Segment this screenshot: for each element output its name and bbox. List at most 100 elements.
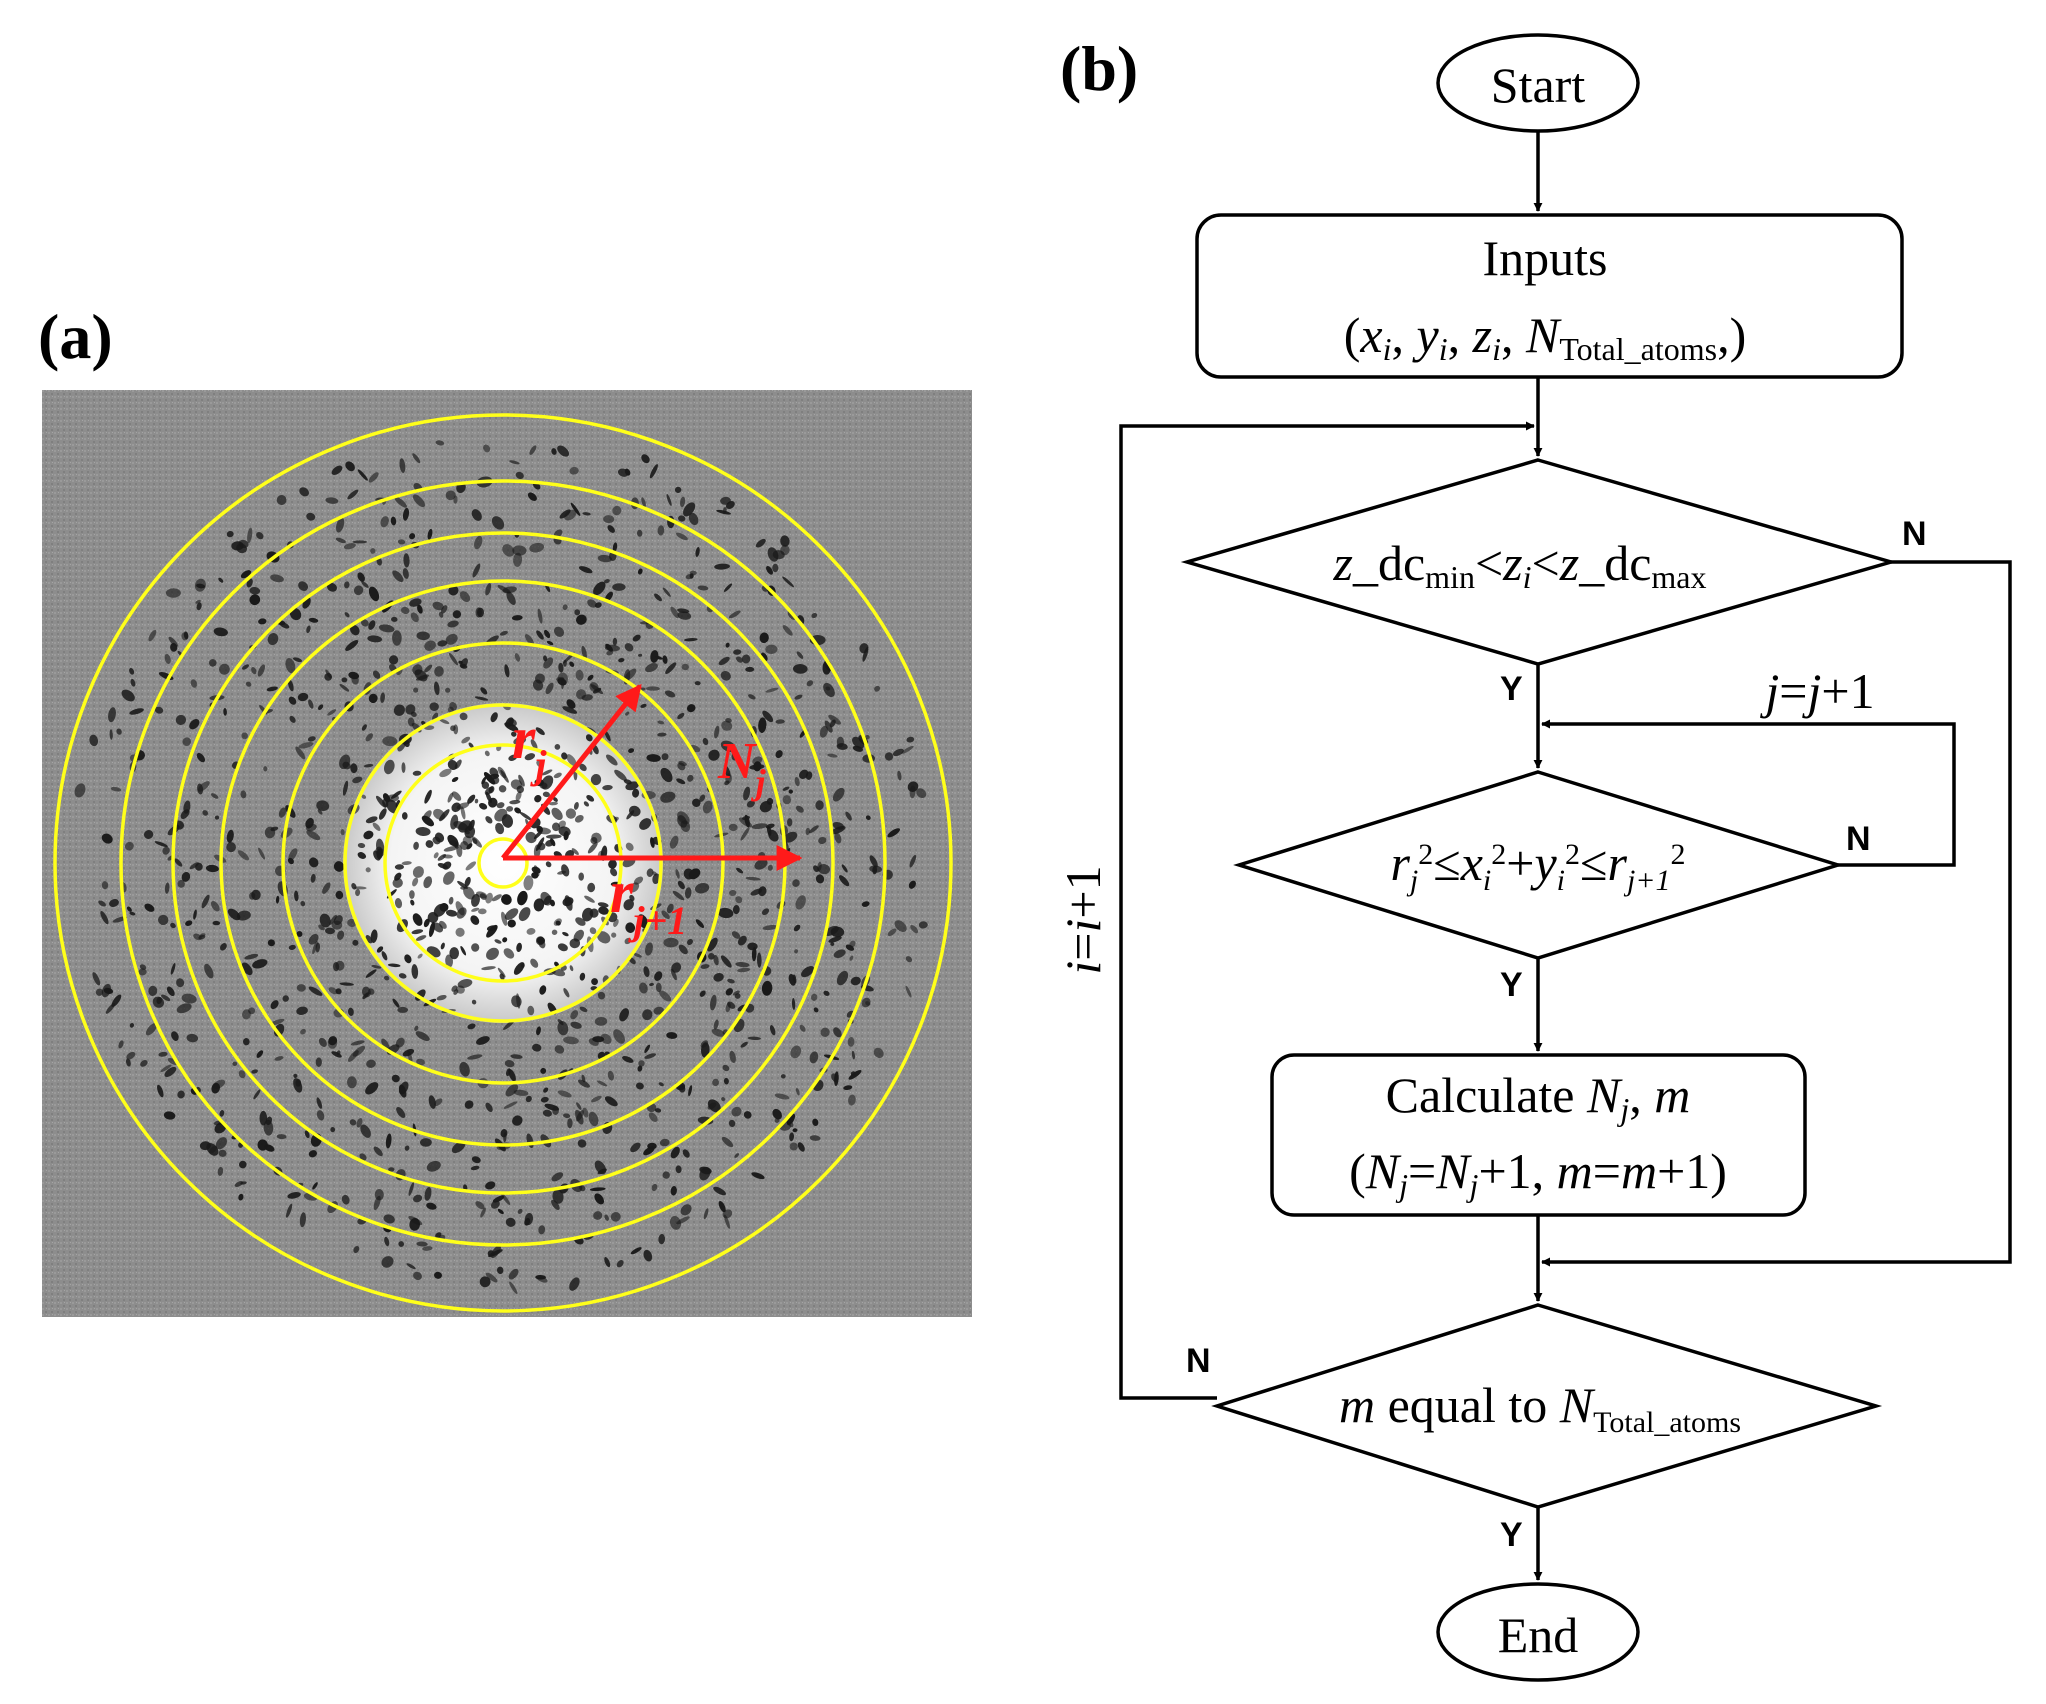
atom-cluster — [697, 585, 709, 591]
atom-cluster — [527, 492, 537, 501]
atom-cluster — [306, 512, 316, 521]
atom-cluster — [829, 719, 836, 728]
atom-cluster — [145, 1023, 158, 1036]
atom-cluster — [562, 604, 568, 611]
atom-cluster — [543, 1087, 549, 1093]
atom-cluster — [648, 1112, 658, 1122]
atom-cluster — [624, 468, 631, 476]
atom-cluster — [551, 929, 558, 936]
atom-cluster — [832, 787, 845, 802]
atom-cluster — [713, 973, 724, 982]
atom-cluster — [424, 1186, 432, 1201]
atom-cluster — [270, 1000, 279, 1010]
atom-cluster — [163, 1111, 176, 1120]
atom-cluster — [361, 619, 369, 627]
atom-cluster — [677, 880, 685, 890]
atom-cluster — [410, 612, 419, 623]
atom-cluster — [597, 1168, 607, 1175]
atom-cluster — [193, 933, 202, 941]
atom-cluster — [566, 754, 577, 767]
atom-cluster — [396, 1106, 406, 1119]
atom-cluster — [743, 786, 751, 801]
end-label: End — [1498, 1607, 1579, 1663]
atom-cluster — [293, 1078, 303, 1093]
atom-cluster — [256, 1050, 264, 1058]
atom-cluster — [89, 734, 99, 747]
atom-cluster — [813, 1007, 819, 1013]
atom-cluster — [611, 932, 617, 938]
atom-cluster — [392, 877, 403, 888]
atom-cluster — [140, 1060, 148, 1067]
atom-cluster — [817, 864, 831, 875]
atom-cluster — [717, 907, 734, 919]
atom-cluster — [728, 1119, 736, 1127]
atom-cluster — [445, 633, 458, 645]
atom-cluster — [368, 620, 376, 630]
atom-cluster — [447, 759, 458, 771]
atom-cluster — [100, 910, 109, 925]
atom-cluster — [368, 586, 380, 602]
atom-cluster — [470, 1165, 480, 1171]
atom-cluster — [328, 1036, 338, 1046]
atom-cluster — [476, 1036, 490, 1045]
atom-cluster — [490, 712, 498, 723]
atom-cluster — [495, 822, 505, 835]
atom-cluster — [490, 1200, 500, 1209]
atom-cluster — [164, 882, 170, 894]
atom-cluster — [319, 913, 331, 928]
atom-cluster — [412, 453, 421, 464]
atom-cluster — [654, 1108, 662, 1113]
atom-cluster — [479, 893, 487, 900]
atom-cluster — [357, 852, 367, 859]
atom-cluster — [394, 496, 407, 508]
atom-cluster — [527, 1005, 535, 1016]
atom-cluster — [467, 794, 476, 804]
atom-cluster — [391, 1074, 400, 1083]
atom-cluster — [780, 1074, 786, 1079]
calc-title: Calculate Nj, m — [1386, 1067, 1691, 1127]
atom-cluster — [728, 610, 741, 619]
atom-cluster — [154, 706, 164, 714]
atom-cluster — [371, 964, 382, 969]
atom-cluster — [539, 985, 547, 995]
atom-cluster — [124, 841, 134, 851]
atom-cluster — [666, 903, 674, 914]
atom-cluster — [327, 582, 337, 592]
atom-cluster — [298, 581, 309, 591]
atom-cluster — [567, 1118, 573, 1129]
atom-cluster — [625, 922, 636, 933]
atom-cluster — [460, 841, 469, 850]
atom-cluster — [423, 918, 430, 928]
atom-cluster — [813, 865, 819, 873]
atom-cluster — [242, 1038, 250, 1046]
atom-cluster — [510, 1054, 523, 1059]
atom-cluster — [368, 988, 375, 995]
atom-cluster — [274, 1056, 284, 1061]
atom-cluster — [737, 967, 751, 973]
atom-cluster — [646, 754, 661, 762]
atom-cluster — [606, 754, 618, 766]
atom-cluster — [848, 1069, 862, 1080]
atom-cluster — [161, 994, 171, 1002]
connectors — [1119, 131, 2012, 1581]
atom-cluster — [484, 750, 490, 757]
atom-cluster — [402, 507, 410, 521]
atom-cluster — [381, 1038, 390, 1051]
atom-cluster — [416, 631, 430, 641]
atom-cluster — [849, 940, 856, 948]
atom-cluster — [410, 711, 417, 717]
atom-cluster — [347, 1050, 359, 1062]
atom-cluster — [655, 982, 662, 993]
atom-cluster — [306, 823, 317, 832]
atom-cluster — [675, 532, 688, 541]
atom-cluster — [905, 956, 913, 963]
atom-cluster — [637, 1065, 643, 1072]
atom-cluster — [597, 902, 609, 908]
atom-cluster — [196, 752, 206, 763]
atom-cluster — [684, 638, 698, 642]
atom-cluster — [722, 1064, 730, 1072]
atom-cluster — [325, 927, 335, 935]
atom-cluster — [501, 894, 512, 905]
atom-cluster — [424, 664, 433, 673]
atom-cluster — [345, 461, 355, 472]
